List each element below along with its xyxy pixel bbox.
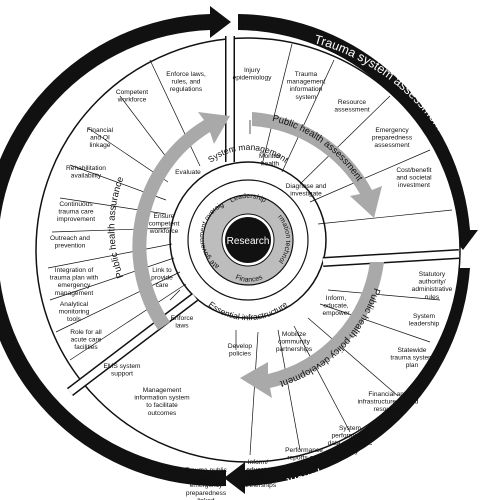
item-inform-educate-empower: Inform,educate,empower: [322, 295, 350, 317]
outer-arc-policy: [224, 268, 470, 494]
gray-arrow-assessment: [252, 112, 382, 218]
gray-arrow-assurance: [132, 112, 230, 330]
item-separators: [47, 43, 453, 456]
research-center: [225, 217, 271, 263]
gray-arrow-policy: [240, 262, 384, 398]
leadership-label: Leadership: [229, 193, 267, 205]
item-evaluate: Evaluate: [175, 169, 201, 176]
gray-arrows: [132, 112, 384, 398]
finances-label: Finances: [234, 274, 264, 284]
research-label: Research: [227, 236, 270, 247]
sector-dividers: [66, 36, 460, 396]
